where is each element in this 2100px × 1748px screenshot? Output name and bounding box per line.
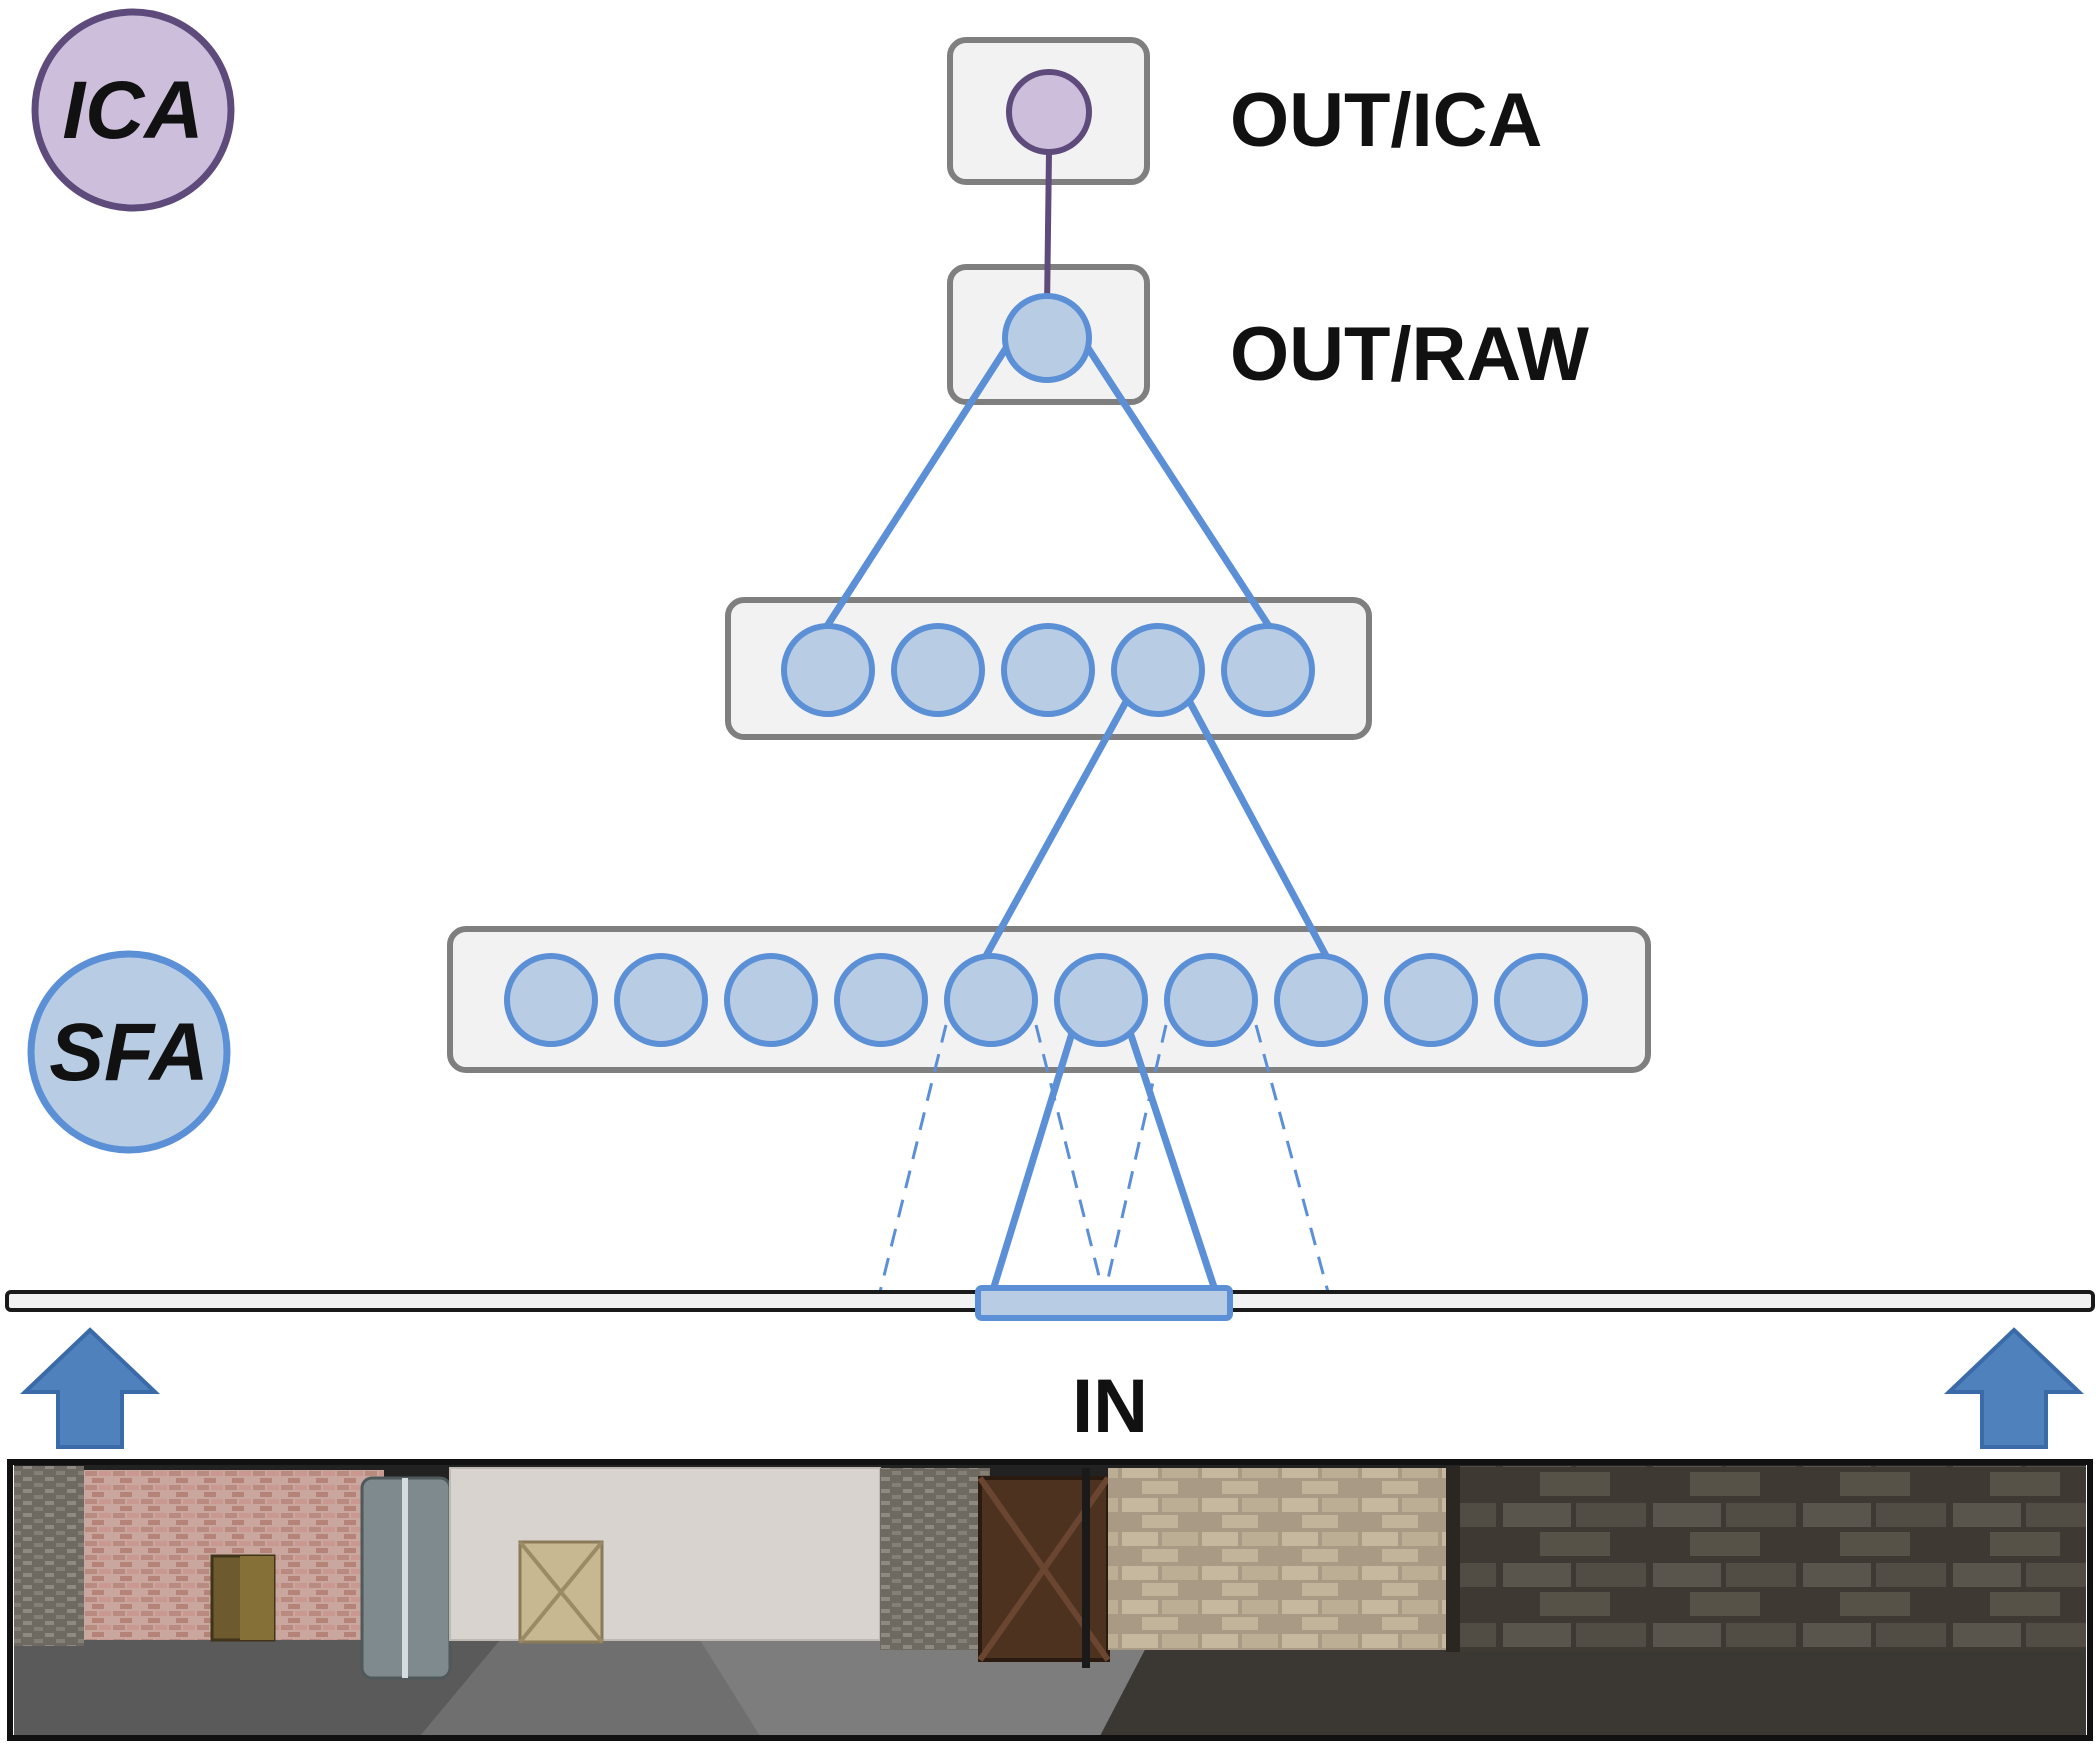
up-arrow-icon xyxy=(20,1327,160,1449)
out-raw-label: OUT/RAW xyxy=(1230,312,1589,397)
overlap-field-dashed-line xyxy=(1103,1024,1168,1293)
layer1-node xyxy=(504,953,598,1047)
receptive-field-highlight xyxy=(975,1285,1233,1321)
up-arrow-icon xyxy=(1944,1327,2084,1449)
layer2-node xyxy=(1001,623,1095,717)
ica-badge-label: ICA xyxy=(62,65,203,156)
layer1-node xyxy=(834,953,928,1047)
panoramic-view-image xyxy=(7,1459,2093,1741)
layer2-field-line xyxy=(1174,678,1335,967)
out-ica-node xyxy=(1006,69,1092,155)
layer2-node xyxy=(1111,623,1205,717)
overlap-field-dashed-line xyxy=(1254,1024,1330,1293)
layer1-node xyxy=(724,953,818,1047)
out-raw-node xyxy=(1002,293,1092,383)
layer2-field-line xyxy=(977,678,1142,967)
ica-badge xyxy=(31,8,235,212)
out-ica-label: OUT/ICA xyxy=(1230,78,1542,163)
layer1-field-line xyxy=(989,1018,1080,1292)
raw-field-line xyxy=(815,326,1022,642)
layer1-node xyxy=(1164,953,1258,1047)
ica-link-line xyxy=(1044,151,1052,309)
layer1-node xyxy=(1274,953,1368,1047)
layer2-node xyxy=(891,623,985,717)
layer1-node xyxy=(1054,953,1148,1047)
network-nodes xyxy=(504,69,1588,1047)
sfa-badge xyxy=(27,950,231,1154)
sfa-badge-label: SFA xyxy=(49,1007,208,1098)
layer1-node xyxy=(614,953,708,1047)
layer2-node xyxy=(781,623,875,717)
layer1-node xyxy=(1494,953,1588,1047)
node-links xyxy=(815,151,1335,1293)
layer1-field-line xyxy=(1122,1018,1219,1292)
overlap-field-dashed-line xyxy=(1034,1024,1105,1293)
layer1-node xyxy=(944,953,1038,1047)
overlap-field-dashed-line xyxy=(878,1024,948,1293)
layer2-node xyxy=(1221,623,1315,717)
input-label: IN xyxy=(1072,1364,1148,1449)
layer1-node xyxy=(1384,953,1478,1047)
raw-field-line xyxy=(1072,326,1281,642)
